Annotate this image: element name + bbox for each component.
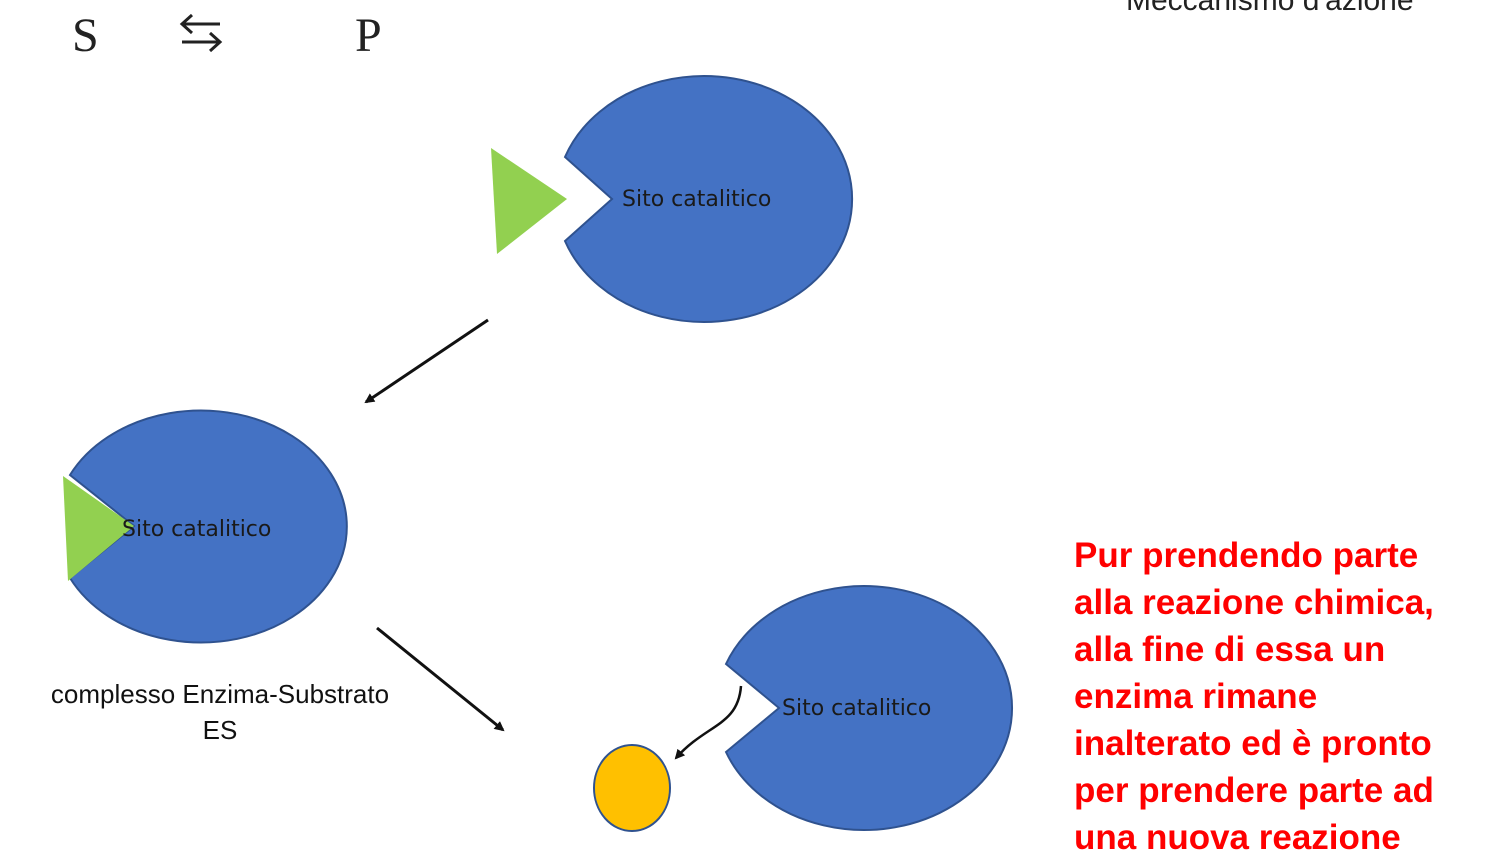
note-line: enzima rimane: [1074, 677, 1318, 716]
enzyme-top-shape: [563, 75, 854, 323]
enzyme-bottom-shape: [724, 585, 1013, 831]
product-symbol: P: [355, 9, 382, 62]
equilibrium-arrows-icon: [179, 13, 223, 53]
note-line: alla fine di essa un: [1074, 630, 1386, 669]
site-label-bottom: Sito catalitico: [782, 696, 931, 721]
product-release-arrow: [674, 685, 743, 760]
explanation-note: Pur prendendo parte alla reazione chimic…: [1074, 532, 1492, 861]
substrate-symbol: S: [72, 9, 99, 62]
site-label-top: Sito catalitico: [622, 187, 771, 212]
arrow-binding: [364, 318, 489, 404]
note-line: inalterato ed è pronto: [1074, 724, 1432, 763]
substrate-bound-triangle: [63, 476, 134, 581]
note-line: una nuova reazione: [1074, 818, 1401, 857]
product-circle: [593, 744, 671, 832]
enzyme-middle-shape: [68, 409, 348, 644]
complex-label-line1: complesso Enzima-Substrato: [50, 679, 390, 709]
site-label-middle: Sito catalitico: [122, 517, 271, 542]
complex-label: complesso Enzima-Substrato ES: [10, 676, 430, 748]
note-line: alla reazione chimica,: [1074, 583, 1434, 622]
slide-heading: Meccanismo d'azione: [1126, 0, 1414, 17]
note-line: per prendere parte ad: [1074, 771, 1434, 810]
complex-label-line2: ES: [202, 715, 238, 745]
note-line: Pur prendendo parte: [1074, 536, 1419, 575]
substrate-top-triangle: [491, 148, 567, 254]
arrow-release: [376, 626, 505, 732]
